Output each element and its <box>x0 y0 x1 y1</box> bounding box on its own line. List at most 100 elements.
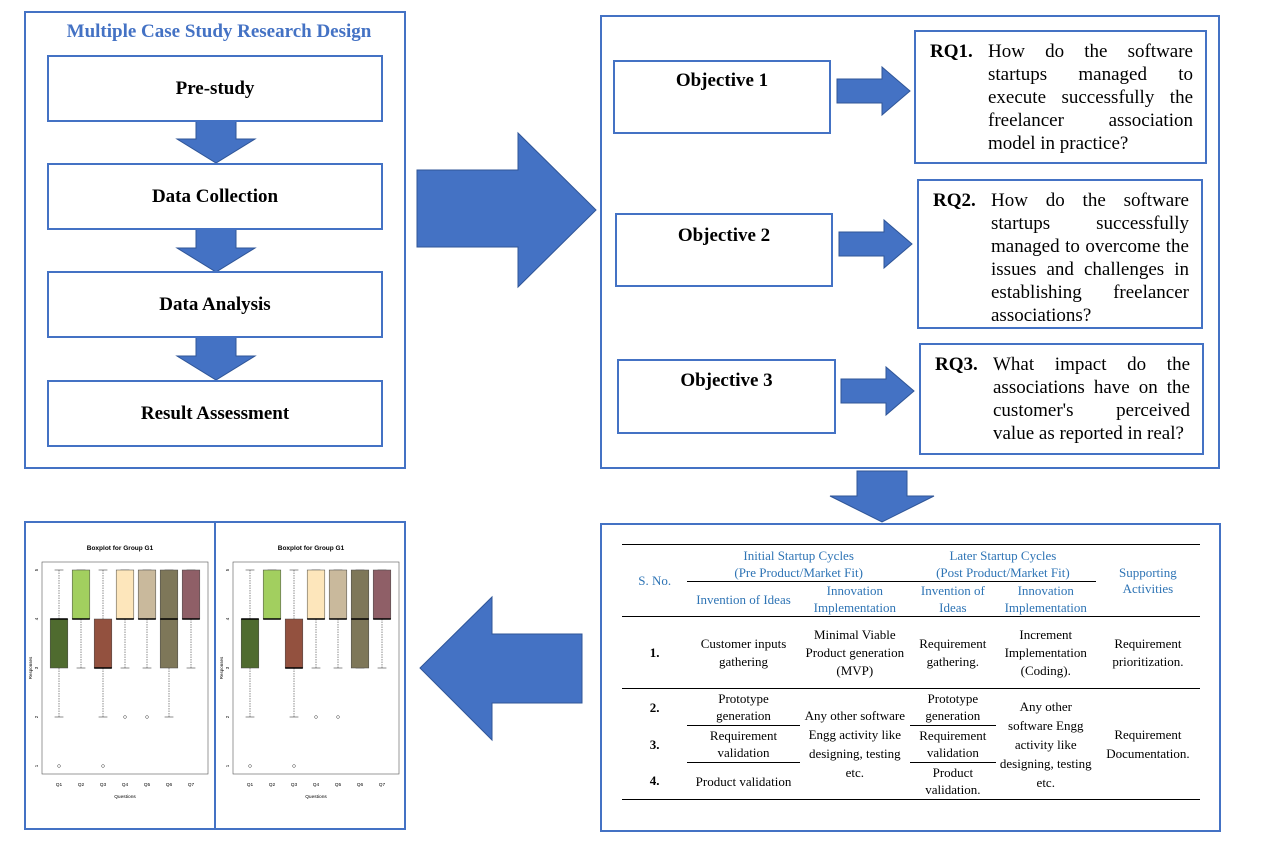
down-arrow-1 <box>175 120 257 164</box>
header-later-sub: (Post Product/Market Fit) <box>936 565 1070 580</box>
big-right-arrow <box>416 131 597 289</box>
rq3-box: RQ3. What impact do the associations hav… <box>919 343 1204 455</box>
right-arrow-obj2 <box>838 218 913 270</box>
outlier-point <box>123 715 127 719</box>
box-Q6: Q6 <box>159 569 179 788</box>
row4-c3: Product validation. <box>925 765 981 797</box>
y-tick-label: 4 <box>225 617 230 620</box>
big-left-arrow <box>419 595 583 742</box>
header-later: Later Startup Cycles (Post Product/Marke… <box>909 544 1096 582</box>
y-tick-label: 1 <box>225 764 230 767</box>
row4-no: 4. <box>649 773 660 789</box>
box-body <box>49 618 69 669</box>
x-axis-label: Questions <box>114 794 136 800</box>
header-initial-sub: (Pre Product/Market Fit) <box>734 565 863 580</box>
plot-title: Boxplot for Group G1 <box>87 545 154 552</box>
objective-1: Objective 1 <box>613 60 831 134</box>
step-data-collection: Data Collection <box>47 163 383 230</box>
boxplot-divider <box>214 521 216 830</box>
row1-c4: Increment Implementation (Coding). <box>1004 626 1087 678</box>
merged-c2: Any other software Engg activity like de… <box>804 708 905 780</box>
row3-c3: Requirement validation <box>909 725 996 763</box>
outlier-point <box>248 764 252 768</box>
box-Q7: Q7 <box>372 569 392 788</box>
x-tick-label: Q5 <box>144 782 151 788</box>
x-tick-label: Q4 <box>122 782 129 788</box>
design-title: Multiple Case Study Research Design <box>66 21 372 42</box>
table-row-1: 1. Customer inputs gathering Minimal Via… <box>622 617 1200 689</box>
plot-frame <box>41 561 209 775</box>
x-tick-label: Q3 <box>100 782 107 788</box>
box-Q3: Q3 <box>93 569 113 788</box>
box-body <box>115 569 135 620</box>
box-body <box>328 569 348 620</box>
rq2-text: How do the software startups successfull… <box>991 190 1189 326</box>
x-tick-label: Q3 <box>291 782 298 788</box>
x-tick-label: Q2 <box>78 782 85 788</box>
merged-c5: Requirement Documentation. <box>1106 727 1190 761</box>
x-tick-label: Q7 <box>188 782 195 788</box>
outlier-point <box>292 764 296 768</box>
box-Q2: Q2 <box>262 569 282 788</box>
y-tick-label: 3 <box>225 666 230 669</box>
rq1-text: How do the software startups managed to … <box>988 41 1193 154</box>
rq1-box: RQ1. How do the software startups manage… <box>914 30 1207 164</box>
plot-title: Boxplot for Group G1 <box>278 545 345 552</box>
box-Q5: Q5 <box>137 569 157 788</box>
outlier-point <box>314 715 318 719</box>
box-Q7: Q7 <box>181 569 201 788</box>
outlier-point <box>57 764 61 768</box>
x-tick-label: Q1 <box>56 782 63 788</box>
x-tick-label: Q6 <box>166 782 173 788</box>
y-tick-label: 2 <box>34 715 39 718</box>
box-body <box>240 618 260 669</box>
plot-frame <box>232 561 400 775</box>
table-row-2: 2. Prototype generation Any other softwa… <box>622 688 1200 790</box>
y-tick-label: 5 <box>225 568 230 571</box>
row1-no: 1. <box>649 644 660 660</box>
table-row-4: 4. Product validation Product validation… <box>622 763 1200 800</box>
right-arrow-obj1 <box>836 65 911 117</box>
box-Q3: Q3 <box>284 569 304 788</box>
box-body <box>306 569 326 620</box>
box-Q1: Q1 <box>49 569 69 788</box>
row3-no: 3. <box>649 736 660 752</box>
y-axis-label: Responses <box>219 656 224 679</box>
startup-cycles-table: S. No. Initial Startup Cycles (Pre Produ… <box>622 544 1200 800</box>
down-arrow-3 <box>175 336 257 381</box>
rq3-text: What impact do the associations have on … <box>993 354 1190 444</box>
y-tick-label: 2 <box>225 715 230 718</box>
merged-c4: Any other software Engg activity like de… <box>999 698 1092 790</box>
row1-c1: Customer inputs gathering <box>700 635 787 669</box>
box-Q4: Q4 <box>115 569 135 788</box>
row2-c3: Prototype generation <box>909 688 996 726</box>
box-Q5: Q5 <box>328 569 348 788</box>
y-tick-label: 3 <box>34 666 39 669</box>
row3-c1: Requirement validation <box>687 725 800 763</box>
x-tick-label: Q2 <box>269 782 276 788</box>
box-body <box>372 569 392 620</box>
step-pre-study: Pre-study <box>47 55 383 122</box>
outlier-point <box>101 764 105 768</box>
header-invention-1: Invention of Ideas <box>696 591 791 607</box>
rq3-label: RQ3. <box>935 354 978 375</box>
box-body <box>181 569 201 620</box>
box-Q2: Q2 <box>71 569 91 788</box>
box-Q4: Q4 <box>306 569 326 788</box>
box-body <box>262 569 282 620</box>
y-tick-label: 5 <box>34 568 39 571</box>
box-body <box>93 618 113 669</box>
step-data-analysis: Data Analysis <box>47 271 383 338</box>
row2-no: 2. <box>649 699 660 715</box>
x-tick-label: Q4 <box>313 782 320 788</box>
objective-3: Objective 3 <box>617 359 836 434</box>
header-innovation-2: Innovation Implementation <box>1004 583 1087 615</box>
header-later-title: Later Startup Cycles <box>949 548 1057 563</box>
row1-c2: Minimal Viable Product generation (MVP) <box>805 626 905 678</box>
right-arrow-obj3 <box>840 365 915 417</box>
header-initial-title: Initial Startup Cycles <box>743 548 854 563</box>
row1-c5: Requirement prioritization. <box>1112 635 1184 669</box>
